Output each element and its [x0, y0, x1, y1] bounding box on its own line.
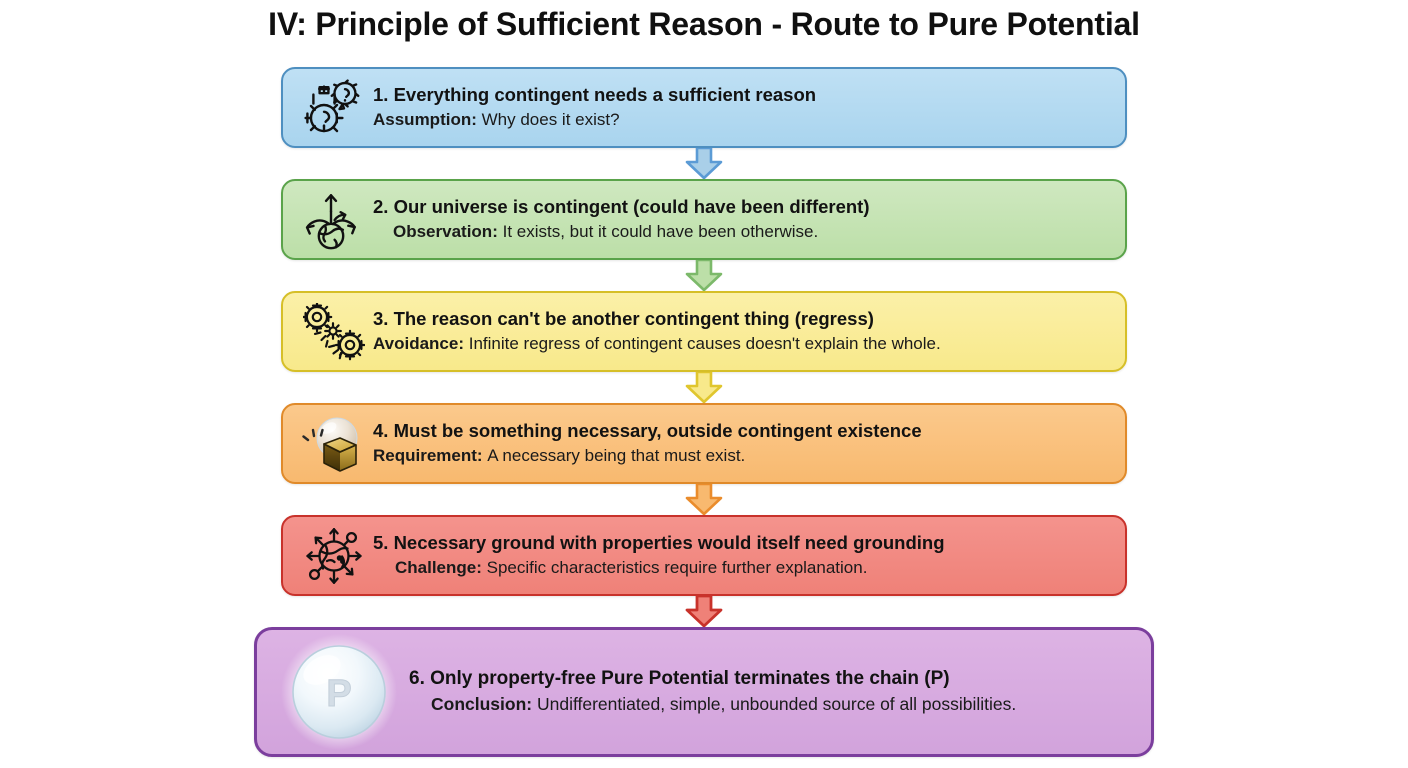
- step-label-2: Observation:: [393, 221, 503, 241]
- orb-letter: P: [326, 673, 351, 715]
- step-subline-5: Challenge: Specific characteristics requ…: [373, 557, 1125, 580]
- arrow-4-to-5: [684, 484, 724, 515]
- step-headline-2: 2. Our universe is contingent (could hav…: [373, 196, 870, 218]
- step-headline-3: 3. The reason can't be another contingen…: [373, 308, 874, 330]
- step-wrapper-3: 3. The reason can't be another contingen…: [0, 291, 1408, 403]
- step-label-6: Conclusion:: [431, 694, 537, 715]
- step-label-4: Requirement:: [373, 445, 488, 465]
- step-box-1[interactable]: 1. Everything contingent needs a suffici…: [281, 67, 1127, 148]
- step-detail-6: Undifferentiated, simple, unbounded sour…: [536, 694, 1017, 715]
- step-box-5[interactable]: 5. Necessary ground with properties woul…: [281, 515, 1127, 596]
- step-label-3: Avoidance:: [373, 333, 469, 353]
- step-detail-3: Infinite regress of contingent causes do…: [468, 333, 941, 353]
- arrow-1-to-2: [684, 148, 724, 179]
- arrow-5-to-6: [684, 596, 724, 627]
- cascading-gears-icon: [299, 299, 369, 365]
- step-wrapper-4: 4. Must be something necessary, outside …: [0, 403, 1408, 515]
- golden-cube-sphere-icon: [299, 411, 369, 477]
- step-headline-6: 6. Only property-free Pure Potential ter…: [409, 668, 950, 690]
- arrow-3-to-4: [684, 372, 724, 403]
- step-subline-1: Assumption: Why does it exist?: [373, 109, 1125, 132]
- step-wrapper-5: 5. Necessary ground with properties woul…: [0, 515, 1408, 627]
- step-subline-4: Requirement: A necessary being that must…: [373, 445, 1125, 468]
- step-detail-1: Why does it exist?: [481, 109, 620, 129]
- step-box-6[interactable]: P 6. Only property-free Pure Potential t…: [254, 627, 1154, 757]
- step-subline-6: Conclusion: Undifferentiated, simple, un…: [409, 693, 1151, 717]
- arrow-2-to-3: [684, 260, 724, 291]
- step-subline-3: Avoidance: Infinite regress of contingen…: [373, 333, 1125, 356]
- radiating-sphere-network-icon: [299, 523, 369, 589]
- step-label-1: Assumption:: [373, 109, 482, 129]
- globe-branching-arrows-icon: [299, 187, 369, 253]
- step-subline-2: Observation: It exists, but it could hav…: [373, 221, 1125, 244]
- step-text-1: 1. Everything contingent needs a suffici…: [369, 83, 1125, 132]
- pure-potential-orb-icon: P: [273, 630, 405, 754]
- step-text-5: 5. Necessary ground with properties woul…: [369, 531, 1125, 580]
- step-headline-1: 1. Everything contingent needs a suffici…: [373, 84, 817, 106]
- step-wrapper-2: 2. Our universe is contingent (could hav…: [0, 179, 1408, 291]
- step-text-3: 3. The reason can't be another contingen…: [369, 307, 1125, 356]
- step-label-5: Challenge:: [395, 557, 487, 577]
- step-detail-5: Specific characteristics require further…: [486, 557, 868, 577]
- step-detail-2: It exists, but it could have been otherw…: [502, 221, 819, 241]
- step-wrapper-6: P 6. Only property-free Pure Potential t…: [0, 627, 1408, 757]
- flow-chart: 1. Everything contingent needs a suffici…: [0, 67, 1408, 757]
- step-text-2: 2. Our universe is contingent (could hav…: [369, 195, 1125, 244]
- step-text-6: 6. Only property-free Pure Potential ter…: [405, 667, 1151, 717]
- step-box-3[interactable]: 3. The reason can't be another contingen…: [281, 291, 1127, 372]
- step-detail-4: A necessary being that must exist.: [487, 445, 746, 465]
- step-headline-4: 4. Must be something necessary, outside …: [373, 420, 922, 442]
- step-box-2[interactable]: 2. Our universe is contingent (could hav…: [281, 179, 1127, 260]
- step-box-4[interactable]: 4. Must be something necessary, outside …: [281, 403, 1127, 484]
- gears-question-icon: [299, 75, 369, 141]
- page-title: IV: Principle of Sufficient Reason - Rou…: [268, 6, 1140, 42]
- step-wrapper-1: 1. Everything contingent needs a suffici…: [0, 67, 1408, 179]
- step-headline-5: 5. Necessary ground with properties woul…: [373, 532, 945, 554]
- step-text-4: 4. Must be something necessary, outside …: [369, 419, 1125, 468]
